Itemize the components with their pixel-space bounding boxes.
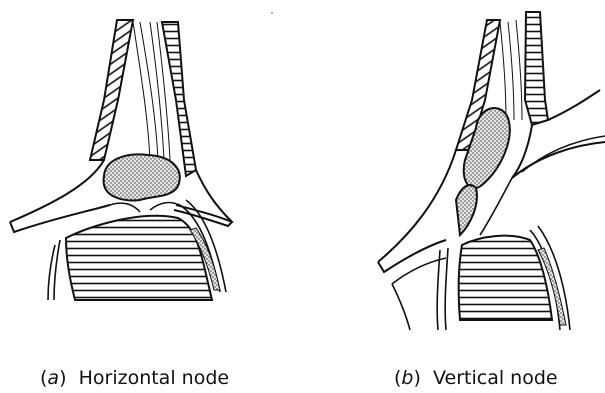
- lower-internode-a: [66, 216, 212, 300]
- lower-internode-b: [459, 236, 552, 320]
- node-diaphragm-a: [104, 154, 180, 200]
- left-stem-wall-a: [90, 20, 133, 160]
- horizontal-node-drawing: [10, 20, 232, 300]
- right-stem-wall-b: [525, 12, 548, 125]
- right-stem-wall-a: [162, 22, 196, 176]
- caption-horizontal-node: (a) Horizontal node: [40, 367, 229, 389]
- speck: [271, 12, 273, 14]
- vertical-node-drawing: [378, 12, 605, 330]
- caption-vertical-node: (b) Vertical node: [394, 367, 558, 389]
